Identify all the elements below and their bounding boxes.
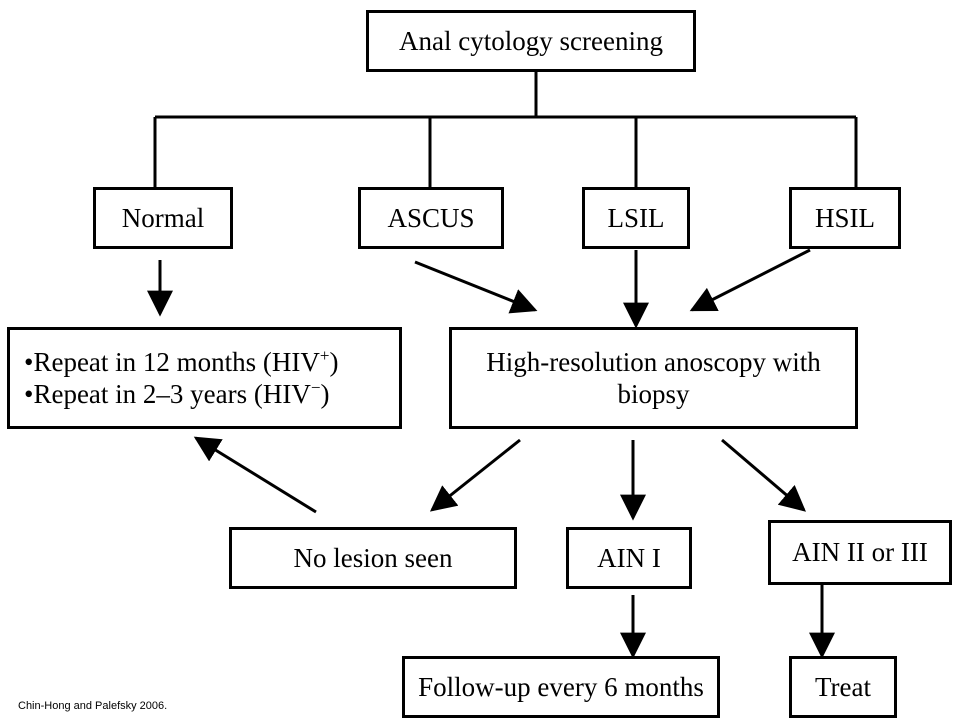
screening-title: Anal cytology screening [399,25,663,56]
followup-label: Follow-up every 6 months [418,671,704,702]
source-credit: Chin-Hong and Palefsky 2006. [18,700,168,712]
result-normal-box: Normal [93,187,233,249]
result-hsil-box: HSIL [789,187,901,249]
arrow-anoscopy-to-nolesion [429,438,521,512]
no-lesion-label: No lesion seen [293,542,453,573]
result-ascus-box: ASCUS [358,187,504,249]
no-lesion-box: No lesion seen [229,527,517,589]
ain23-box: AIN II or III [768,520,952,585]
ain23-label: AIN II or III [792,537,928,568]
result-ascus-label: ASCUS [387,202,475,233]
treat-label: Treat [814,671,871,702]
repeat-hiv-negative: •Repeat in 2–3 years (HIV−) [24,378,330,409]
arrow-hsil-to-anoscopy [689,248,811,312]
result-hsil-label: HSIL [815,202,875,233]
followup-box: Follow-up every 6 months [402,656,720,718]
anoscopy-label-line2: biopsy [617,379,690,409]
treat-box: Treat [789,656,897,718]
anoscopy-box: High-resolution anoscopy with biopsy [449,327,858,429]
arrow-anoscopy-to-ain23 [721,438,806,512]
result-lsil-box: LSIL [582,187,690,249]
result-normal-label: Normal [121,202,205,233]
result-lsil-label: LSIL [607,202,665,233]
arrow-ascus-to-anoscopy [414,260,538,314]
arrow-nolesion-to-repeat [193,436,317,514]
screening-title-box: Anal cytology screening [366,10,696,72]
ain1-label: AIN I [597,542,661,573]
repeat-schedule-box: •Repeat in 12 months (HIV+) •Repeat in 2… [7,327,402,429]
ain1-box: AIN I [566,527,692,589]
repeat-hiv-positive: •Repeat in 12 months (HIV+) [24,345,339,377]
anoscopy-label-line1: High-resolution anoscopy with [486,346,821,377]
